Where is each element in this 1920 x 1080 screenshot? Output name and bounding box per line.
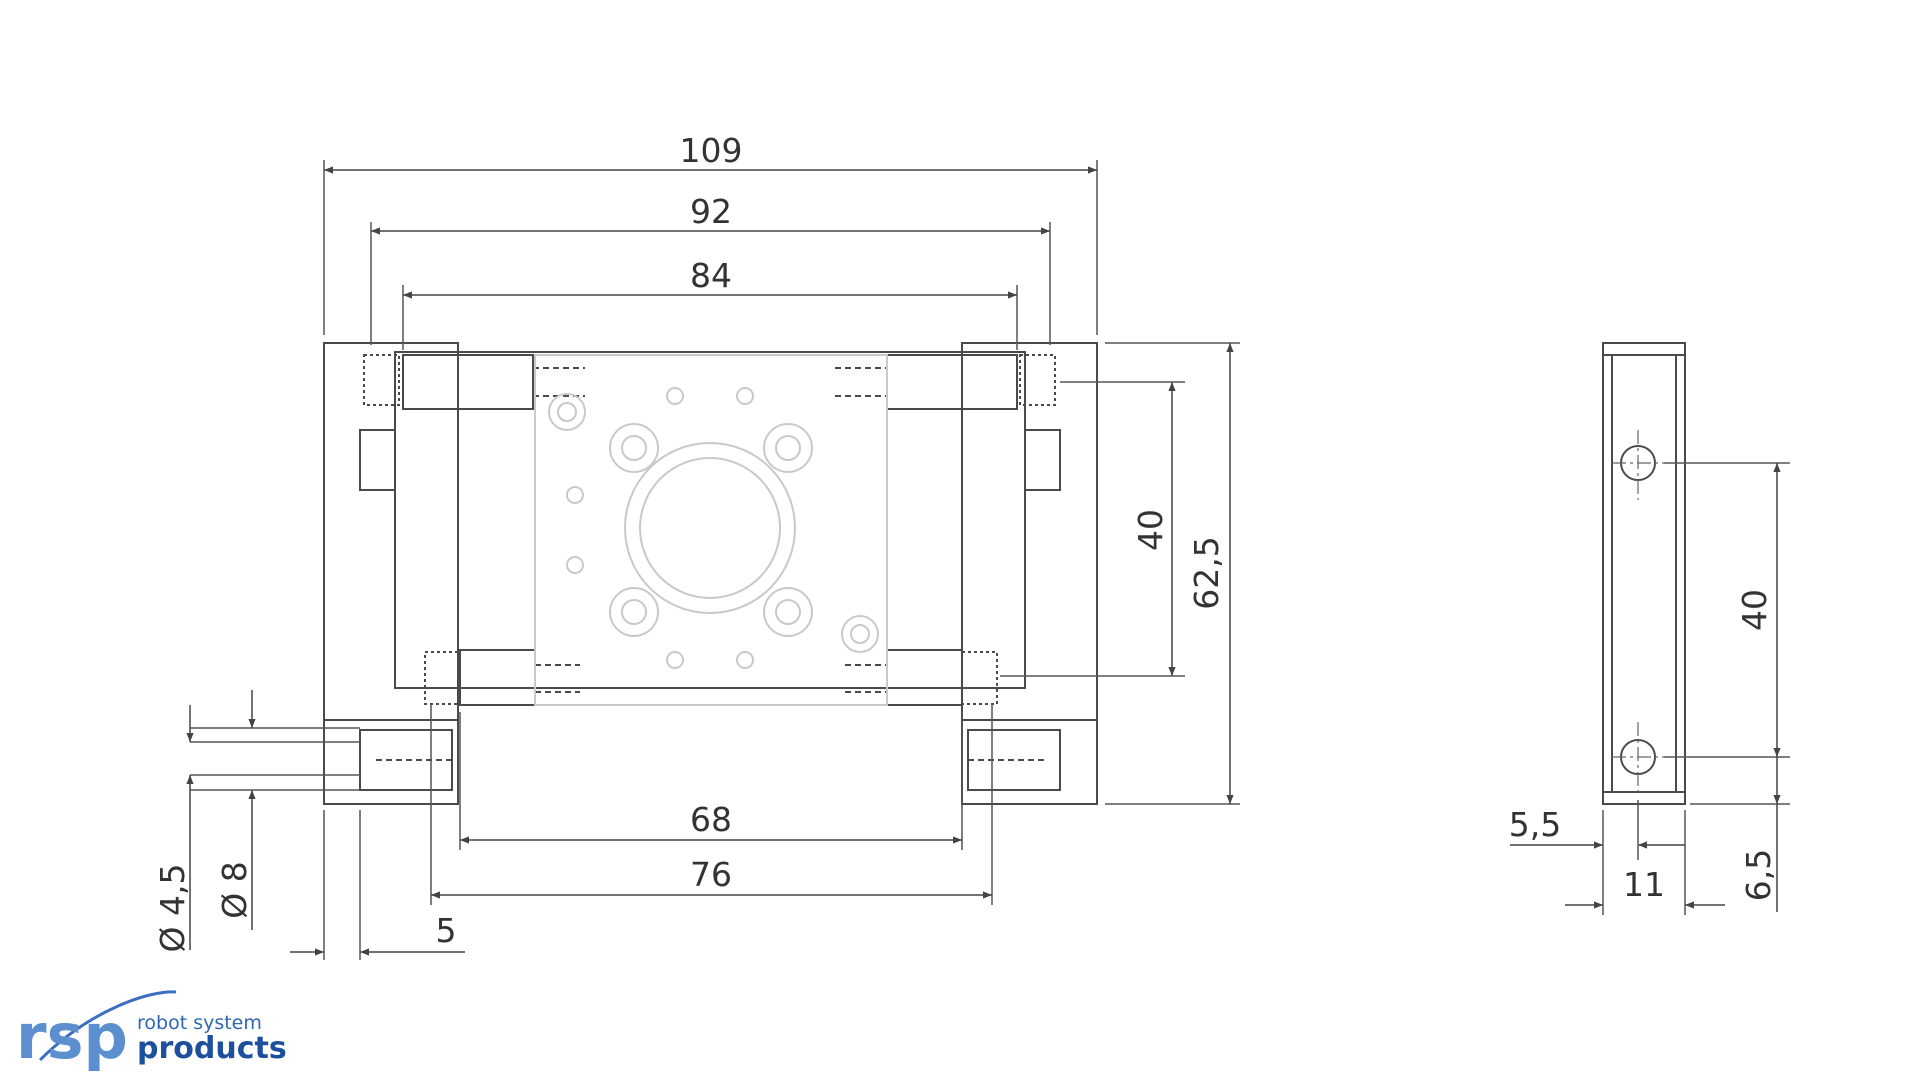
left-lower-rail (323, 719, 459, 805)
dim-diameter-4-5: Ø 4,5 (153, 864, 192, 953)
dim-84: 84 (690, 256, 732, 295)
front-dimension-arrows (186, 166, 1234, 956)
logo-line2: products (137, 1031, 287, 1066)
top-right-bolt (886, 354, 1018, 410)
dim-6-5: 6,5 (1739, 849, 1778, 901)
top-left-bolt (402, 354, 534, 410)
right-side-pin (1024, 429, 1061, 491)
dim-40-side: 40 (1735, 589, 1774, 631)
dim-11: 11 (1623, 865, 1665, 904)
dim-92: 92 (690, 192, 732, 231)
side-dimension-lines (1602, 462, 1790, 915)
right-end-plate (961, 342, 1098, 805)
front-view (323, 342, 1098, 805)
logo-swoosh-icon (38, 990, 177, 1062)
side-center-lines (1612, 430, 1664, 792)
side-dimension-arrows (1510, 463, 1781, 912)
dim-5-5: 5,5 (1509, 805, 1561, 844)
logo-line1: robot system (137, 1012, 262, 1034)
dim-40-front: 40 (1131, 509, 1170, 551)
logo-mark: rsp (16, 1000, 128, 1073)
rsp-logo: rsp robot system products (16, 990, 287, 1073)
top-right-thread (1019, 354, 1056, 406)
right-lower-rail (961, 719, 1098, 805)
side-view (1602, 342, 1686, 805)
bottom-right-bolt (886, 649, 963, 706)
bottom-left-thread (424, 651, 461, 705)
dim-5: 5 (436, 911, 457, 950)
top-left-thread (363, 354, 400, 406)
carriage-body (394, 351, 1026, 689)
dim-62-5: 62,5 (1187, 536, 1226, 609)
left-end-plate (323, 342, 459, 805)
adapter-plate (534, 354, 888, 706)
left-side-pin (359, 429, 396, 491)
dim-68: 68 (690, 800, 732, 839)
bottom-left-bolt (459, 649, 536, 706)
side-body (1602, 342, 1686, 805)
dim-109: 109 (680, 131, 743, 170)
dim-76: 76 (690, 855, 732, 894)
bottom-right-thread (961, 651, 998, 705)
center-bore (624, 442, 796, 614)
dim-diameter-8: Ø 8 (215, 861, 254, 918)
